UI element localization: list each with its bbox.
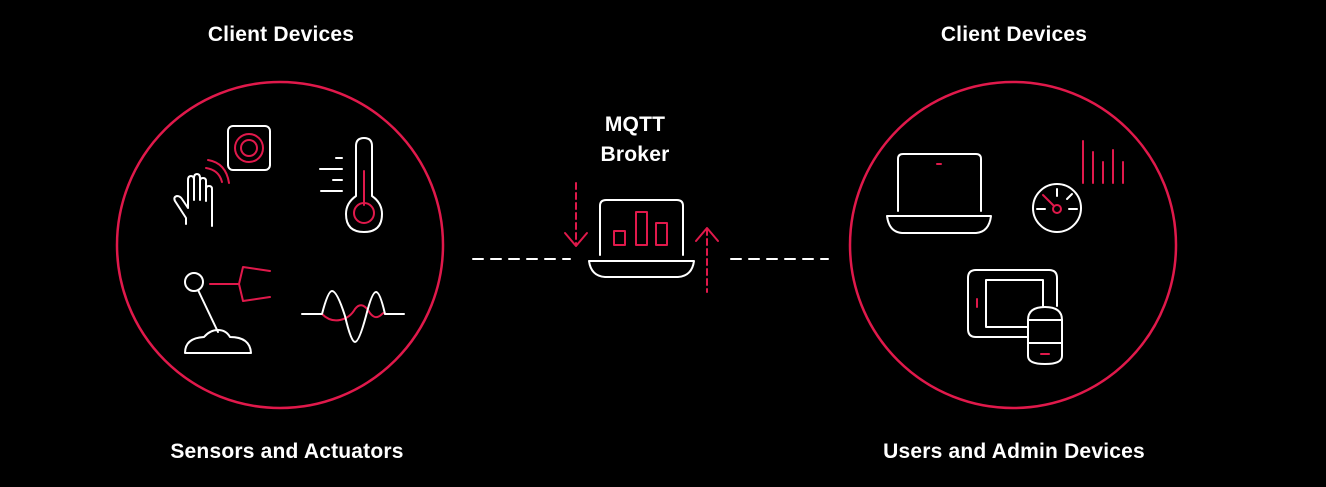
thermometer-icon — [319, 137, 383, 233]
right-group-top-label: Client Devices — [940, 23, 1088, 46]
left-group-top-label: Client Devices — [207, 23, 355, 46]
subscribe-up-arrow-icon — [695, 227, 719, 293]
laptop-icon — [886, 152, 992, 234]
gauge-icon — [1032, 183, 1082, 233]
signal-bars-icon — [1082, 140, 1124, 184]
broker-label-line1: MQTT — [604, 113, 666, 136]
push-button-icon — [227, 125, 271, 171]
tablet-icon — [967, 269, 1058, 338]
right-group-bottom-label: Users and Admin Devices — [883, 440, 1145, 463]
hand-wave-sensor-icon — [173, 159, 230, 227]
waveform-icon — [301, 290, 405, 343]
left-group-bottom-label: Sensors and Actuators — [170, 440, 404, 463]
right-group-circle — [848, 80, 1178, 410]
broker-label: MQTT Broker — [560, 110, 710, 170]
phone-icon — [1027, 306, 1063, 365]
publish-down-arrow-icon — [564, 182, 588, 247]
broker-label-line2: Broker — [600, 143, 670, 166]
robotic-arm-icon — [184, 266, 271, 354]
left-group-circle — [115, 80, 445, 410]
laptop-bar-chart-icon — [588, 199, 695, 278]
